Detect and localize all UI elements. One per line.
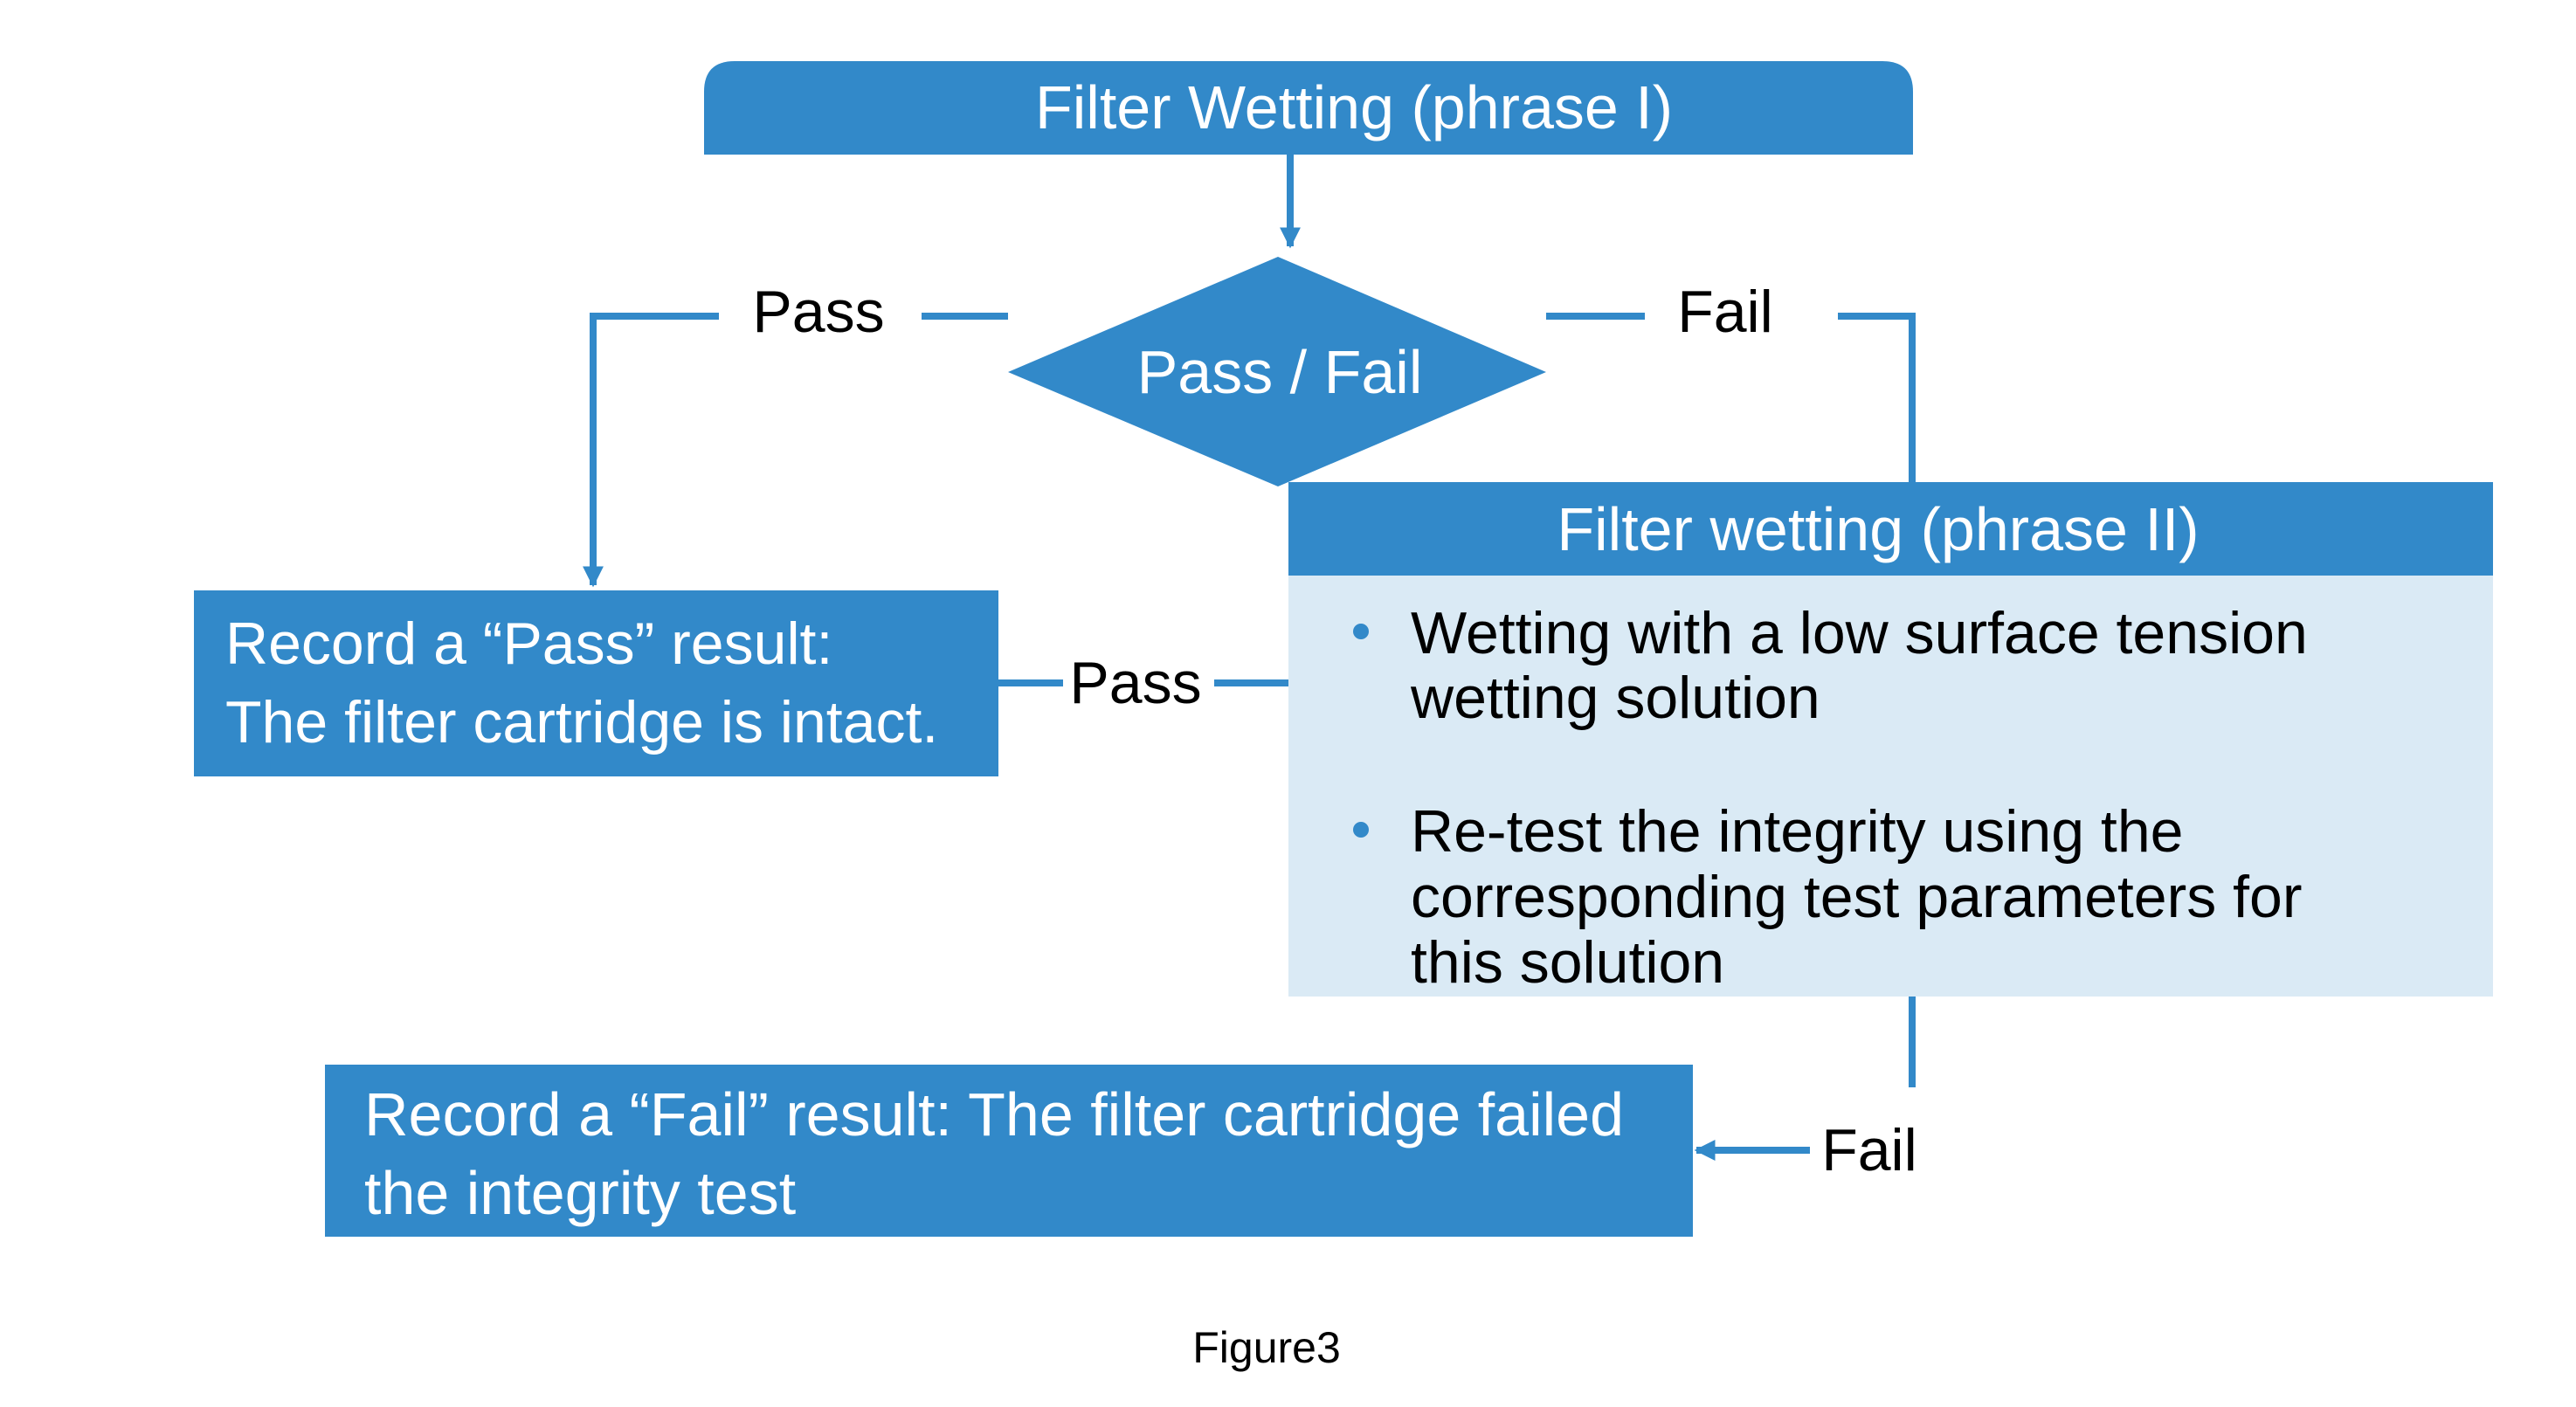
phase2-header [1288,482,2493,576]
phase2-bullet-2: Re-test the integrity using the correspo… [1353,798,2303,996]
phase2-title: Filter wetting (phrase II) [1557,495,2199,563]
edge-decision-fail: Fail [1546,279,1916,482]
phase2-fail-label: Fail [1821,1117,1917,1183]
fail-result-line-1: Record a “Fail” result: The filter cartr… [364,1080,1624,1148]
edge-phase2-pass: Pass [998,650,1288,716]
fail-result-node: Record a “Fail” result: The filter cartr… [325,1065,1693,1237]
pass-result-line-1: Record a “Pass” result: [225,610,832,677]
phase1-node: Filter Wetting (phrase I) [704,61,1913,155]
pass-result-box [194,590,998,776]
figure-caption: Figure3 [1192,1323,1341,1372]
phase1-box [704,61,1913,155]
decision-diamond [1008,257,1546,486]
phase2-pass-label: Pass [1069,650,1201,716]
pass-result-node: Record a “Pass” result: The filter cartr… [194,590,998,776]
bullet-dot-icon [1353,822,1369,838]
fail-connector-right [1838,313,1916,482]
decision-fail-label: Fail [1677,279,1773,345]
bullet-dot-icon [1353,624,1369,639]
fail-result-box [325,1065,1693,1237]
bullet-1-line-1: Wetting with a low surface tension [1411,600,2308,666]
edge-decision-pass: Pass [583,279,1008,588]
bullet-2-line-1: Re-test the integrity using the [1411,798,2183,865]
phase2-node: Filter wetting (phrase II) Wetting with … [1288,482,2493,997]
bullet-1-line-2: wetting solution [1410,665,1820,731]
edge-phase2-fail: Fail [1694,997,1917,1183]
bullet-2-line-3: this solution [1411,929,1724,996]
pass-connector-left [583,313,719,588]
decision-node: Pass / Fail [1008,257,1546,486]
bullet-2-line-2: corresponding test parameters for [1411,864,2303,930]
decision-pass-label: Pass [752,279,884,345]
pass-result-line-2: The filter cartridge is intact. [225,689,938,755]
fail-result-line-2: the integrity test [364,1159,796,1227]
phase2-bullet-1: Wetting with a low surface tension wetti… [1353,600,2308,731]
phase1-label: Filter Wetting (phrase I) [1035,73,1673,141]
decision-label: Pass / Fail [1137,338,1423,406]
